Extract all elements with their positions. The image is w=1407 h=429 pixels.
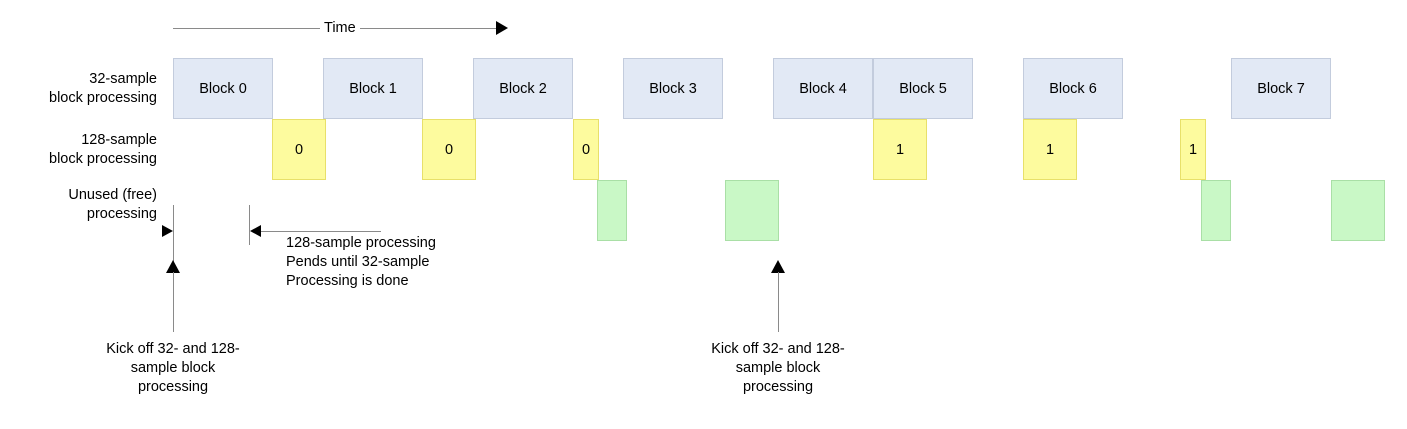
block-32-5-label: Block 5 — [899, 80, 947, 97]
pend-arrow-left-icon — [162, 225, 173, 237]
block-unused-1 — [725, 180, 779, 241]
block-128-2: 0 — [573, 119, 599, 180]
block-32-5: Block 5 — [873, 58, 973, 119]
block-32-3: Block 3 — [623, 58, 723, 119]
block-32-4: Block 4 — [773, 58, 873, 119]
block-128-5-label: 1 — [1188, 141, 1198, 158]
row-label-unused: Unused (free) processing — [68, 187, 157, 222]
block-128-0: 0 — [272, 119, 326, 180]
block-32-0: Block 0 — [173, 58, 273, 119]
block-128-1: 0 — [422, 119, 476, 180]
block-32-3-label: Block 3 — [649, 80, 697, 97]
block-32-1-label: Block 1 — [349, 80, 397, 97]
block-128-5: 1 — [1180, 119, 1206, 180]
time-axis-label: Time — [320, 20, 360, 36]
block-unused-2 — [1201, 180, 1231, 241]
pend-note-text: 128-sample processing Pends until 32-sam… — [286, 235, 436, 289]
block-32-0-label: Block 0 — [199, 80, 247, 97]
kickoff-2-stem — [778, 272, 779, 332]
block-32-6: Block 6 — [1023, 58, 1123, 119]
block-128-0-label: 0 — [294, 141, 304, 158]
block-32-2: Block 2 — [473, 58, 573, 119]
block-128-4: 1 — [1023, 119, 1077, 180]
block-128-3: 1 — [873, 119, 927, 180]
kickoff-2-arrow-icon — [771, 260, 785, 273]
block-32-7-label: Block 7 — [1257, 80, 1305, 97]
kickoff-1-stem — [173, 272, 174, 332]
block-32-4-label: Block 4 — [799, 80, 847, 97]
pend-leader-line — [261, 231, 381, 232]
pend-arrow-right-icon — [250, 225, 261, 237]
row-label-128-sample: 128-sample block processing — [49, 132, 157, 167]
kickoff-1-note-text: Kick off 32- and 128- sample block proce… — [106, 341, 240, 395]
row-label-32-sample: 32-sample block processing — [49, 71, 157, 106]
pend-tick-left — [173, 205, 174, 265]
block-32-6-label: Block 6 — [1049, 80, 1097, 97]
pend-tick-right — [249, 205, 250, 245]
kickoff-1-arrow-icon — [166, 260, 180, 273]
block-128-4-label: 1 — [1045, 141, 1055, 158]
block-32-7: Block 7 — [1231, 58, 1331, 119]
block-128-3-label: 1 — [895, 141, 905, 158]
block-32-2-label: Block 2 — [499, 80, 547, 97]
block-unused-0 — [597, 180, 627, 241]
block-unused-3 — [1331, 180, 1385, 241]
block-32-1: Block 1 — [323, 58, 423, 119]
kickoff-2-note-text: Kick off 32- and 128- sample block proce… — [711, 341, 845, 395]
block-128-1-label: 0 — [444, 141, 454, 158]
arrow-right-icon — [496, 21, 508, 35]
block-128-2-label: 0 — [581, 141, 591, 158]
